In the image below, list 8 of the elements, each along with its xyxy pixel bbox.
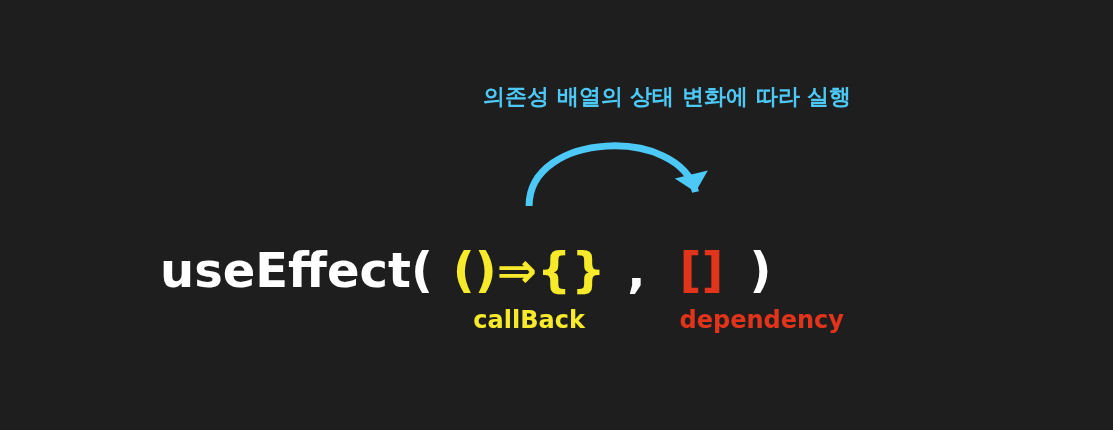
code-token: useEffect( bbox=[160, 246, 433, 294]
token-caption: callBack bbox=[473, 308, 585, 332]
code-token: , bbox=[627, 246, 646, 294]
token-caption: dependency bbox=[679, 308, 844, 332]
code-token: ()⇒{} bbox=[452, 246, 606, 294]
code-token: [] bbox=[679, 246, 724, 294]
code-token: ) bbox=[749, 246, 772, 294]
annotation-text: 의존성 배열의 상태 변화에 따라 실행 bbox=[483, 83, 852, 111]
